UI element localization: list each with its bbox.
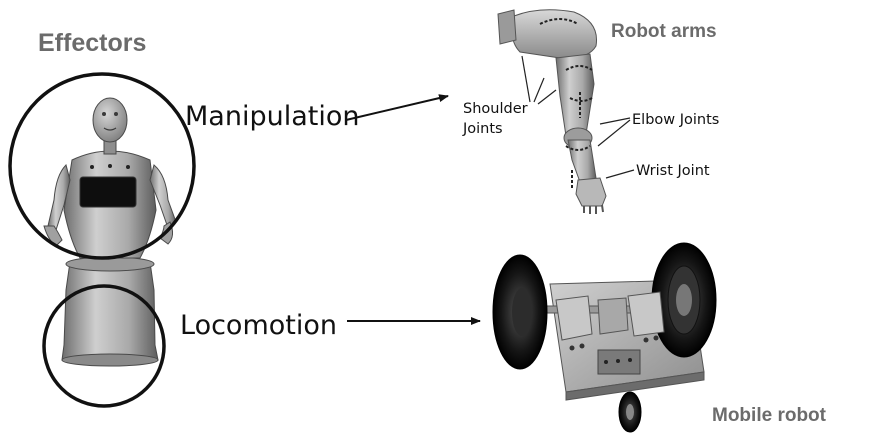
robot-right-arm bbox=[149, 164, 177, 229]
locomotion-label: Locomotion bbox=[180, 310, 337, 341]
wrist-joint-label: Wrist Joint bbox=[636, 163, 710, 179]
manipulation-label: Manipulation bbox=[185, 101, 360, 132]
slide-title: Effectors bbox=[38, 29, 147, 57]
manipulation-arrow bbox=[345, 94, 449, 121]
mobile-robot-illustration bbox=[492, 242, 717, 433]
mobile-robot-title: Mobile robot bbox=[712, 405, 826, 426]
locomotion-highlight-circle bbox=[42, 284, 166, 408]
manipulation-highlight-circle bbox=[8, 72, 196, 260]
robot-left-arm bbox=[47, 164, 71, 231]
shoulder-joints-label: Shoulder Joints bbox=[463, 101, 528, 137]
elbow-joints-label: Elbow Joints bbox=[632, 112, 720, 128]
robot-base bbox=[61, 261, 159, 361]
robot-arm-illustration bbox=[497, 9, 635, 214]
robot-chest-screen bbox=[79, 176, 137, 208]
humanoid-robot bbox=[43, 97, 177, 367]
robot-head bbox=[92, 97, 128, 143]
robot-arms-title: Robot arms bbox=[611, 21, 717, 42]
